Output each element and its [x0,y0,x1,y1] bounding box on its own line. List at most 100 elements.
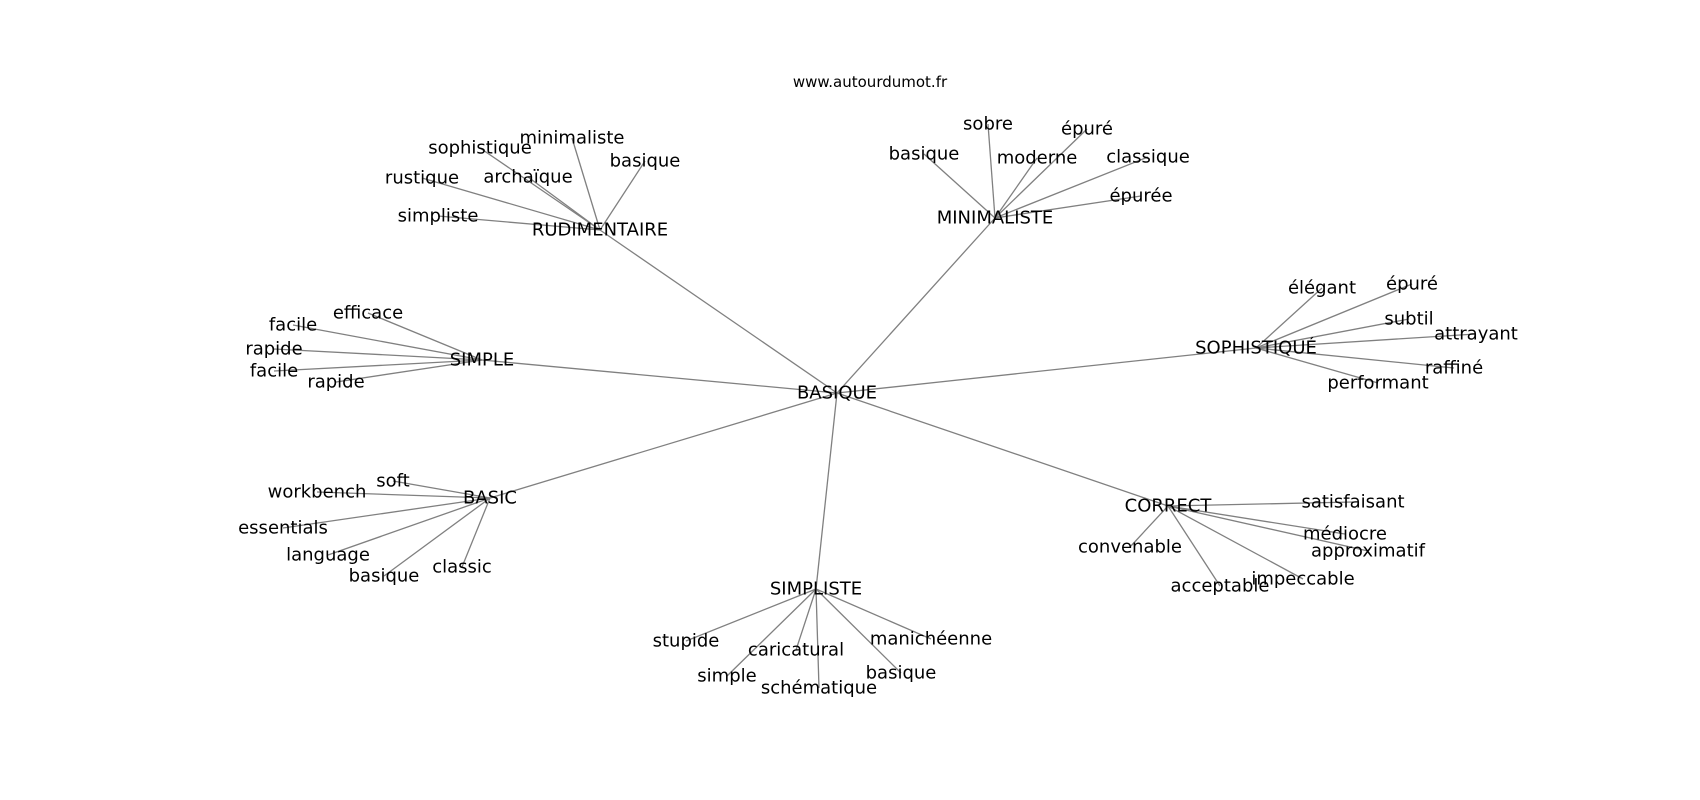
leaf-node: facile [269,315,317,336]
leaf-node: acceptable [1171,576,1270,597]
hub-node: RUDIMENTAIRE [532,220,668,241]
leaf-node: classique [1106,147,1190,168]
leaf-node: facile [250,361,298,382]
leaf-node: archaïque [483,167,572,188]
leaf-node: basique [866,663,937,684]
leaf-node: basique [349,566,420,587]
leaf-node: essentials [238,518,328,539]
leaf-node: soft [376,471,409,492]
edge-root-0 [599,229,838,394]
edge-4-5 [461,497,491,568]
edge-3-2 [1255,318,1410,349]
edge-1-2 [923,153,996,219]
leaf-node: épuré [1061,119,1113,140]
hub-node: SOPHISTIQUÉ [1195,337,1317,359]
edge-2-2 [273,348,483,361]
edge-1-4 [994,156,1149,219]
leaf-node: élégant [1288,278,1356,299]
edge-root-3 [836,347,1257,394]
edge-5-4 [1167,505,1304,580]
edge-root-5 [836,392,1169,507]
edge-4-1 [316,491,491,499]
leaf-node: sophistique [428,138,532,159]
leaf-node: classic [432,557,492,578]
edge-5-1 [1167,505,1346,535]
edge-2-0 [367,312,483,361]
leaf-node: rapide [307,372,364,393]
edge-1-0 [987,123,996,219]
edge-4-4 [383,497,491,577]
edge-5-5 [1167,505,1221,587]
leaf-node: simpliste [398,206,479,227]
leaf-node: basique [610,151,681,172]
leaf-node: satisfaisant [1301,492,1404,513]
leaf-node: manichéenne [870,629,992,650]
edge-3-3 [1255,333,1477,349]
leaf-node: sobre [963,114,1013,135]
leaf-node: efficace [333,303,403,324]
leaf-node: médiocre [1303,524,1387,545]
leaf-node: language [286,545,370,566]
leaf-node: approximatif [1311,541,1426,562]
edges [273,123,1477,689]
edge-0-5 [437,215,601,231]
edge-root-1 [836,217,996,394]
edge-4-0 [392,480,491,499]
edge-2-1 [292,324,483,361]
edge-3-1 [1255,283,1413,349]
leaf-node: minimaliste [519,128,624,149]
edge-5-2 [1129,505,1169,548]
leaf-node: basique [889,144,960,165]
edge-4-2 [282,497,491,529]
leaf-node: performant [1327,373,1428,394]
edge-root-6 [815,392,838,590]
source-label: www.autourdumot.fr [793,73,948,91]
leaf-node: impeccable [1251,569,1354,590]
hub-node: CORRECT [1125,496,1213,517]
edge-5-0 [1167,501,1354,507]
edge-0-3 [421,177,601,231]
edge-0-4 [527,176,601,231]
leaf-node: subtil [1384,309,1433,330]
leaf-node: moderne [997,148,1078,169]
leaf-node: rapide [245,339,302,360]
leaf-node: stupide [653,631,720,652]
edge-1-5 [994,195,1142,219]
edge-0-1 [479,147,601,231]
edge-3-4 [1255,347,1455,369]
edge-0-2 [599,160,646,231]
root-node: BASIQUE [797,383,877,404]
leaf-node: épurée [1109,186,1172,207]
leaf-node: attrayant [1434,324,1518,345]
edge-1-1 [994,128,1088,219]
leaf-node: convenable [1078,537,1182,558]
hub-node: SIMPLISTE [770,579,862,600]
edge-6-4 [815,588,902,674]
edge-6-2 [815,588,932,640]
hub-node: SIMPLE [450,350,515,371]
leaf-node: schématique [761,678,877,699]
edge-6-0 [685,588,817,642]
edge-6-3 [726,588,817,677]
edge-2-3 [273,359,483,372]
leaf-node: rustique [385,168,459,189]
edge-5-3 [1167,505,1369,552]
edge-0-0 [571,137,601,231]
leaf-node: simple [697,666,756,687]
leaf-node: raffiné [1425,358,1483,379]
edge-1-3 [994,157,1038,219]
edge-6-5 [815,588,820,689]
edge-6-1 [795,588,817,651]
labels: www.autourdumot.fr BASIQUE RUDIMENTAIRE mi… [238,73,1518,699]
edge-3-0 [1255,287,1323,349]
leaf-node: caricatural [748,640,844,661]
edge-2-4 [335,359,483,383]
edge-root-4 [489,392,838,499]
leaf-node: workbench [268,482,367,503]
hub-node: MINIMALISTE [937,208,1054,229]
edge-3-5 [1255,347,1379,384]
edge-root-2 [481,359,838,394]
edge-4-3 [327,497,491,556]
leaf-node: épuré [1386,274,1438,295]
